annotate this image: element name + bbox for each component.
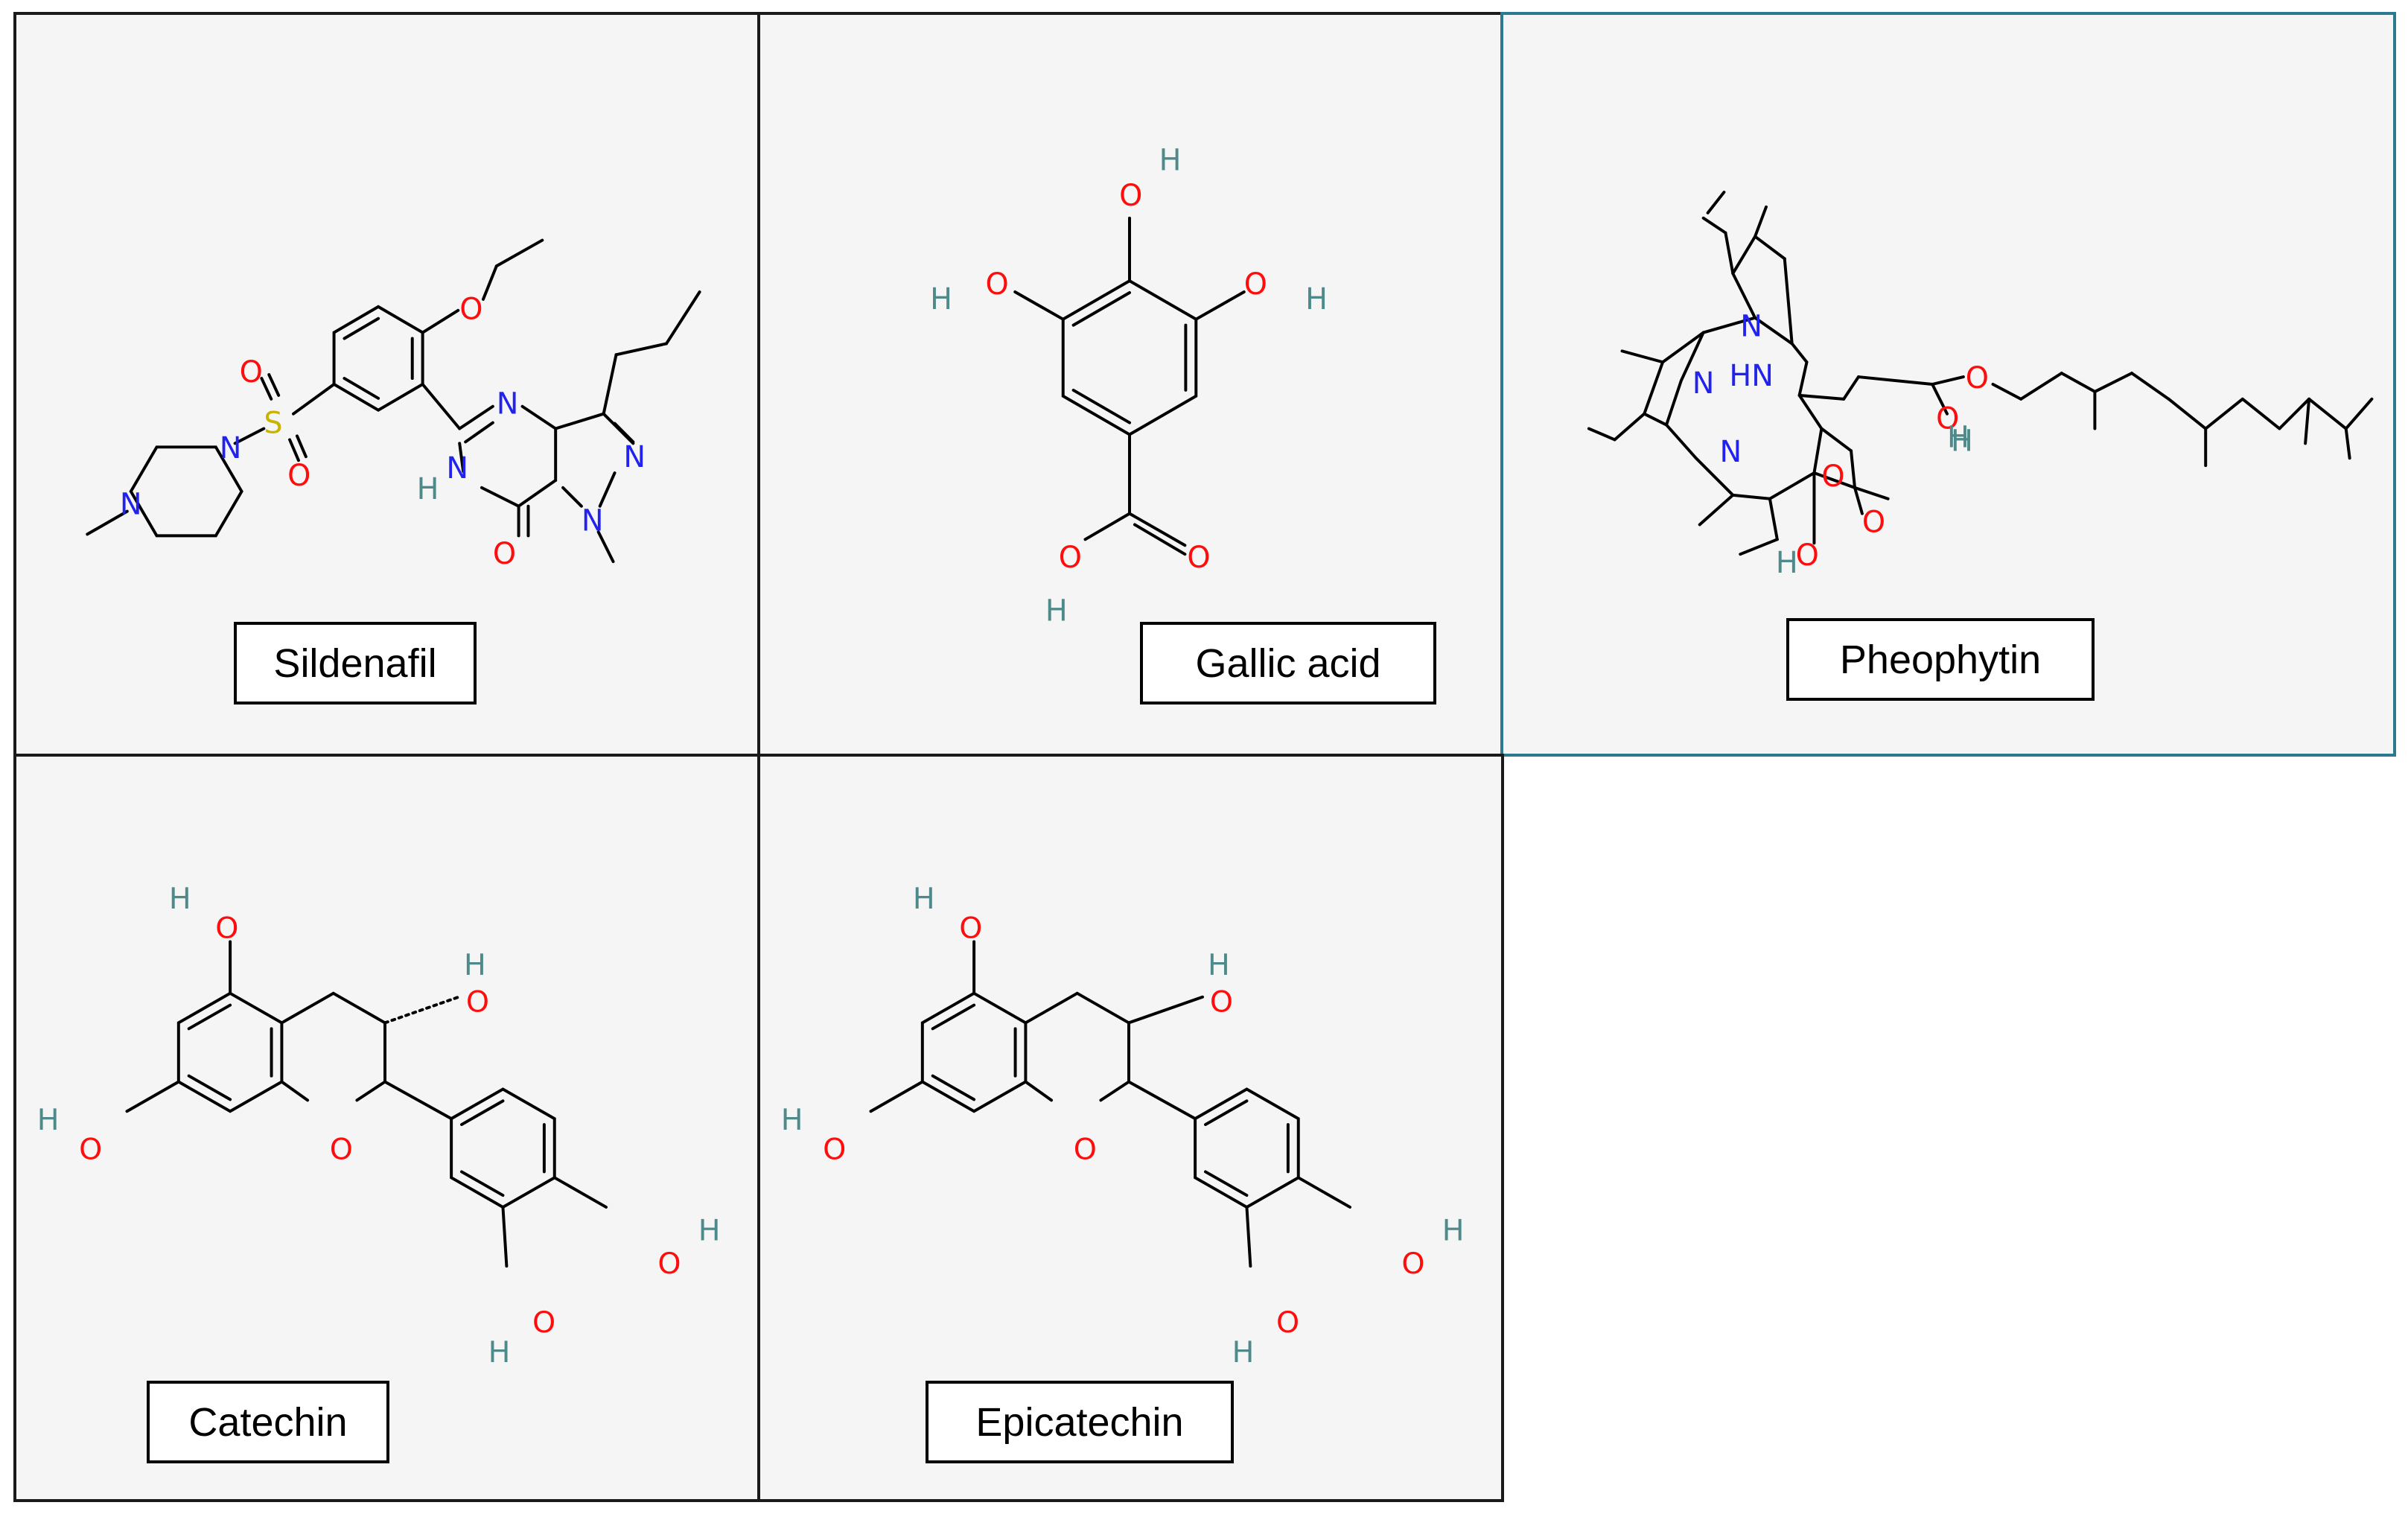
atom-o: O [959, 912, 982, 946]
compound-label: Epicatechin [926, 1381, 1234, 1463]
atom-h: H [781, 1103, 803, 1137]
atom-h: H [488, 1335, 511, 1370]
atom-n: N [1692, 366, 1715, 401]
atom-o: O [532, 1305, 555, 1340]
atom-o: O [823, 1133, 846, 1167]
epicatechin-structure: H O H O H O O O H O H [781, 882, 1465, 1370]
atom-o: O [1821, 459, 1844, 494]
atom-h: H [1442, 1213, 1465, 1247]
atom-n: N [623, 440, 646, 474]
gallic-acid-structure: O H O H O H O H O [930, 143, 1328, 628]
sildenafil-structure: O S O O N N N N H O N N [86, 238, 701, 571]
atom-h: H [1159, 143, 1182, 177]
atom-h: H [1232, 1335, 1255, 1370]
atom-n: N [1719, 435, 1742, 469]
atom-o: O [330, 1133, 353, 1167]
compound-label: Catechin [147, 1381, 389, 1463]
compound-label: Pheophytin [1786, 618, 2095, 701]
atom-h: H [1776, 546, 1798, 580]
atom-n: N [582, 503, 604, 538]
atom-h: H [417, 472, 439, 506]
atom-o: O [459, 293, 482, 327]
panel-sildenafil: O S O O N N N N H O N N Sildenafil [13, 12, 760, 757]
atom-n: N [446, 451, 468, 486]
panel-pheophytin: N N HN N O H O O O O H H Pheophytin [1500, 12, 2396, 757]
atom-h: H [464, 948, 486, 982]
atom-o: O [466, 985, 489, 1020]
atom-h: H [169, 882, 191, 916]
pheophytin-structure: N N HN N O H O O O O H H [1587, 191, 2374, 580]
panel-gallic-acid: O H O H O H O H O Gallic acid [757, 12, 1504, 757]
atom-h: H [1208, 948, 1230, 982]
atom-o: O [287, 459, 310, 493]
atom-n: HN [1729, 359, 1774, 393]
atom-o: O [1119, 179, 1142, 213]
compound-label: Gallic acid [1140, 622, 1436, 704]
atom-h: H [1045, 594, 1068, 628]
panel-epicatechin: H O H O H O O O H O H Epicatechin [757, 754, 1504, 1502]
atom-o: O [1074, 1133, 1097, 1167]
atom-o: O [240, 355, 263, 389]
atom-n: N [120, 488, 142, 522]
atom-h: H [1305, 282, 1328, 317]
atom-n: N [220, 431, 242, 465]
compound-label: Sildenafil [234, 622, 477, 704]
atom-n: N [1740, 310, 1762, 344]
atom-o: O [1276, 1305, 1299, 1340]
atom-h: H [913, 882, 935, 916]
atom-h: H [930, 282, 952, 317]
atom-o: O [1796, 538, 1819, 573]
atom-o: O [493, 537, 516, 571]
atom-h: H [37, 1103, 60, 1137]
atom-o: O [1401, 1247, 1424, 1281]
atom-n: N [497, 387, 519, 422]
atom-o: O [1244, 267, 1267, 302]
atom-h: H [1951, 424, 1973, 458]
atom-o: O [1210, 985, 1233, 1020]
panel-catechin: H O H O H O O O H O H Catechin [13, 754, 760, 1502]
atom-o: O [1936, 402, 1959, 436]
atom-s: S [264, 406, 282, 440]
atom-o: O [215, 912, 238, 946]
atom-o: O [1862, 505, 1885, 539]
atom-o: O [1966, 361, 1989, 395]
atom-o: O [79, 1133, 102, 1167]
atom-h: H [698, 1213, 721, 1247]
atom-o: O [986, 267, 1009, 302]
atom-h: H [1947, 420, 1969, 454]
atom-o: O [657, 1247, 681, 1281]
atom-o: O [1059, 541, 1082, 575]
atom-o: O [1187, 541, 1210, 575]
catechin-structure: H O H O H O O O H O H [37, 882, 721, 1370]
